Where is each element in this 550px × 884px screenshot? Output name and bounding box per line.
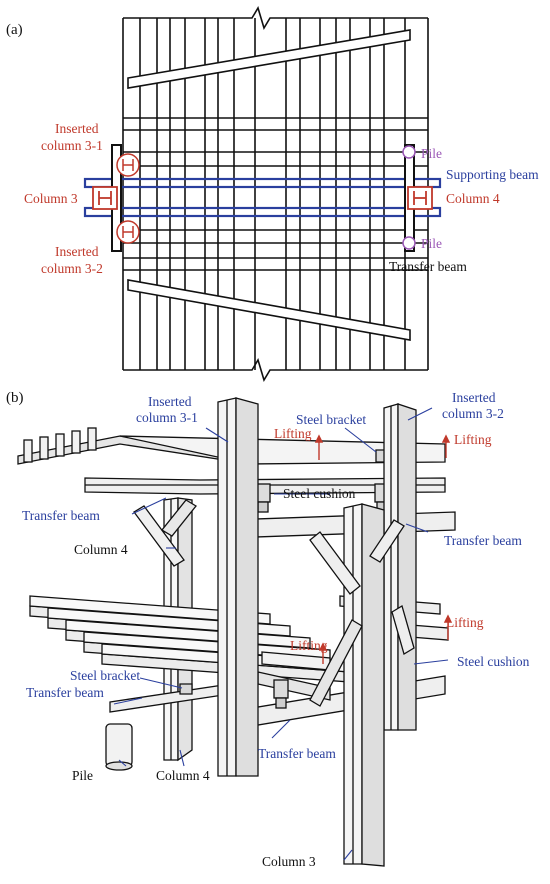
lifting-arrows (314, 434, 453, 664)
leader-lines (113, 407, 449, 861)
label-b-transfer-beam-bottom: Transfer beam (258, 746, 336, 761)
label-pile-top: Pile (421, 146, 442, 161)
label-supporting-beam: Supporting beam (446, 167, 539, 182)
label-inserted-3-2-line2: column 3-2 (41, 261, 103, 276)
pile-bottom-symbol (402, 236, 416, 250)
inserted-column-3-1-symbol (116, 153, 140, 177)
label-b-transfer-beam-left: Transfer beam (22, 508, 100, 523)
label-b-column-4-top: Column 4 (74, 542, 128, 557)
label-column-4: Column 4 (446, 191, 500, 206)
panel-a-tag: (a) (6, 22, 23, 38)
label-b-lifting-1: Lifting (274, 426, 312, 441)
label-transfer-beam-plan: Transfer beam (389, 259, 467, 274)
label-b-lifting-2: Lifting (454, 432, 492, 447)
label-b-steel-cushion-top: Steel cushion (283, 486, 356, 501)
label-b-steel-bracket-top: Steel bracket (296, 412, 366, 427)
column-3-h-section (92, 186, 118, 210)
column-4-h-section (407, 186, 433, 210)
label-inserted-3-1-line2: column 3-1 (41, 138, 103, 153)
label-b-lifting-4: Lifting (290, 638, 328, 653)
label-b-inserted-3-1-line2: column 3-1 (136, 410, 198, 425)
label-b-transfer-beam-lower-left: Transfer beam (26, 685, 104, 700)
label-inserted-3-1-line1: Inserted (55, 121, 99, 136)
inserted-column-3-2-symbol (116, 220, 140, 244)
label-b-steel-cushion-right: Steel cushion (457, 654, 530, 669)
label-b-transfer-beam-right: Transfer beam (444, 533, 522, 548)
supporting-beams (83, 177, 442, 218)
isometric-drawing (17, 397, 456, 867)
label-pile-bottom: Pile (421, 236, 442, 251)
label-b-inserted-3-2-line1: Inserted (452, 390, 496, 405)
label-b-column-4-bottom: Column 4 (156, 768, 210, 783)
label-inserted-3-2-line1: Inserted (55, 244, 99, 259)
label-b-inserted-3-1-line1: Inserted (148, 394, 192, 409)
label-b-steel-bracket-left: Steel bracket (70, 668, 140, 683)
panel-b-tag: (b) (6, 390, 24, 406)
label-column-3: Column 3 (24, 191, 78, 206)
label-b-lifting-3: Lifting (446, 615, 484, 630)
label-b-pile: Pile (72, 768, 93, 783)
label-b-column-3: Column 3 (262, 854, 316, 869)
pile-top-symbol (402, 145, 416, 159)
label-b-inserted-3-2-line2: column 3-2 (442, 406, 504, 421)
plan-view-drawing (122, 6, 429, 382)
